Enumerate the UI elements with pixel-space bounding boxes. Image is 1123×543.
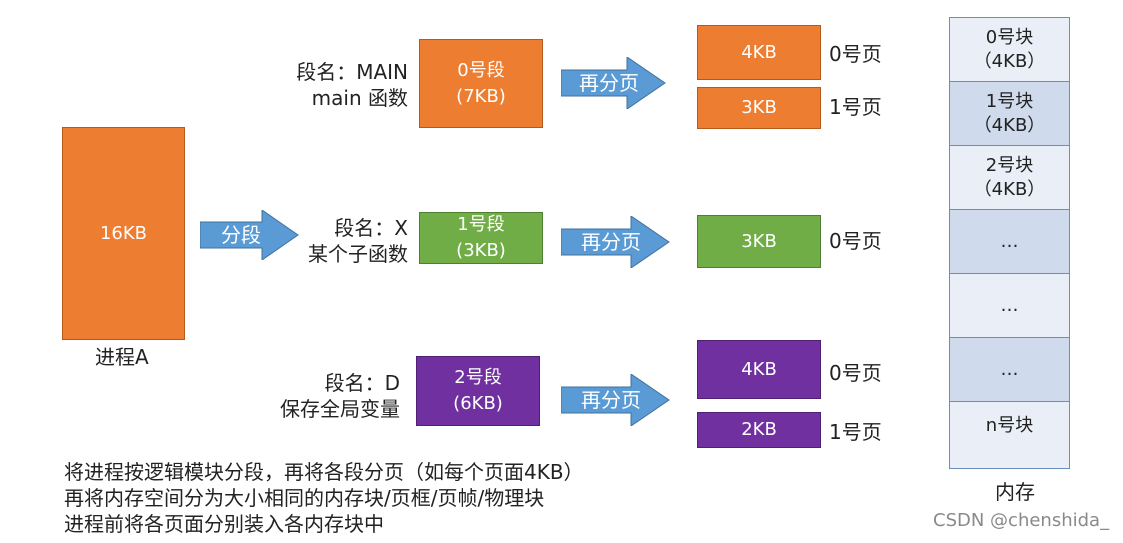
process-label: 进程A (95, 345, 149, 369)
segment-0-page-0-label: 0号页 (829, 42, 882, 66)
segment-1-page-0: 3KB (697, 215, 821, 268)
memory-block-0-line1: 0号块 (985, 26, 1034, 48)
segment-2-name-line1: 段名：D (324, 371, 400, 395)
split-arrow-label: 分段 (221, 223, 261, 247)
segment-0-page-1-label: 1号页 (829, 95, 882, 119)
segment-1-page-0-label: 0号页 (829, 229, 882, 253)
segment-2-name: 段名：D 保存全局变量 (250, 370, 400, 422)
memory-block-4: … (950, 274, 1069, 338)
memory-block-3: … (950, 210, 1069, 274)
segment-1-title: 1号段 (457, 214, 505, 235)
paging-arrow-0-icon (561, 57, 666, 109)
segment-2-page-0: 4KB (697, 340, 821, 399)
segment-0-page-0-size: 4KB (741, 41, 777, 63)
segment-0-name: 段名：MAIN main 函数 (260, 59, 408, 111)
memory-block-2-line1: 2号块 (985, 154, 1034, 176)
memory-block-5: … (950, 338, 1069, 402)
segment-0-page-0: 4KB (697, 25, 821, 80)
segment-2-name-line2: 保存全局变量 (280, 397, 400, 421)
memory-block-2: 2号块 （4KB） (950, 146, 1069, 210)
note-line-2: 再将内存空间分为大小相同的内存块/页框/页帧/物理块 (64, 486, 545, 510)
segment-2-page-0-label: 0号页 (829, 361, 882, 385)
memory-block-2-line2: （4KB） (973, 178, 1046, 200)
note-line-3: 进程前将各页面分别装入各内存块中 (64, 512, 384, 536)
paging-arrow-2-icon (561, 374, 670, 426)
memory-block-5-line1: … (1000, 358, 1019, 380)
segment-0-page-1-size: 3KB (741, 97, 777, 118)
segment-2-page-1-size: 2KB (741, 419, 777, 440)
memory-column: 0号块 （4KB） 1号块 （4KB） 2号块 （4KB） … … … n号块 (949, 17, 1070, 469)
segment-2-page-1: 2KB (697, 412, 821, 448)
memory-block-0: 0号块 （4KB） (950, 18, 1069, 82)
segment-0-box: 0号段 (7KB) (419, 39, 543, 128)
memory-block-6: n号块 (950, 402, 1069, 468)
segment-0-size: (7KB) (456, 85, 506, 107)
process-a-box: 16KB (62, 127, 185, 340)
segment-1-size: (3KB) (456, 240, 506, 261)
memory-block-3-line1: … (1000, 230, 1019, 252)
paging-arrow-2-label: 再分页 (581, 388, 641, 412)
segment-1-name-line1: 段名：X (334, 216, 408, 240)
memory-block-0-line2: （4KB） (973, 50, 1046, 72)
memory-block-6-line1: n号块 (985, 415, 1034, 436)
segment-2-title: 2号段 (454, 367, 502, 388)
memory-block-4-line1: … (1000, 294, 1019, 316)
segment-0-title: 0号段 (457, 59, 505, 81)
segment-1-name: 段名：X 某个子函数 (260, 215, 408, 267)
segment-2-size: (6KB) (453, 393, 503, 414)
segment-2-page-0-size: 4KB (741, 358, 777, 380)
paging-arrow-1-icon (561, 216, 670, 268)
paging-arrow-1-label: 再分页 (581, 230, 641, 254)
watermark: CSDN @chenshida_ (933, 510, 1110, 531)
note-line-1: 将进程按逻辑模块分段，再将各段分页（如每个页面4KB） (64, 460, 584, 484)
process-size: 16KB (99, 222, 148, 244)
segment-0-page-1: 3KB (697, 87, 821, 129)
memory-block-1: 1号块 （4KB） (950, 82, 1069, 146)
segment-0-name-line2: main 函数 (311, 86, 408, 110)
segment-1-page-0-size: 3KB (741, 230, 777, 252)
memory-block-1-line1: 1号块 (985, 90, 1034, 112)
memory-block-1-line2: （4KB） (973, 114, 1046, 136)
paging-arrow-0-label: 再分页 (579, 71, 639, 95)
segment-2-box: 2号段 (6KB) (416, 356, 540, 426)
memory-label: 内存 (995, 480, 1035, 504)
segment-1-name-line2: 某个子函数 (308, 242, 408, 266)
split-arrow-icon (200, 210, 299, 260)
segment-0-name-line1: 段名：MAIN (296, 60, 408, 84)
segment-2-page-1-label: 1号页 (829, 420, 882, 444)
segment-1-box: 1号段 (3KB) (419, 212, 543, 264)
